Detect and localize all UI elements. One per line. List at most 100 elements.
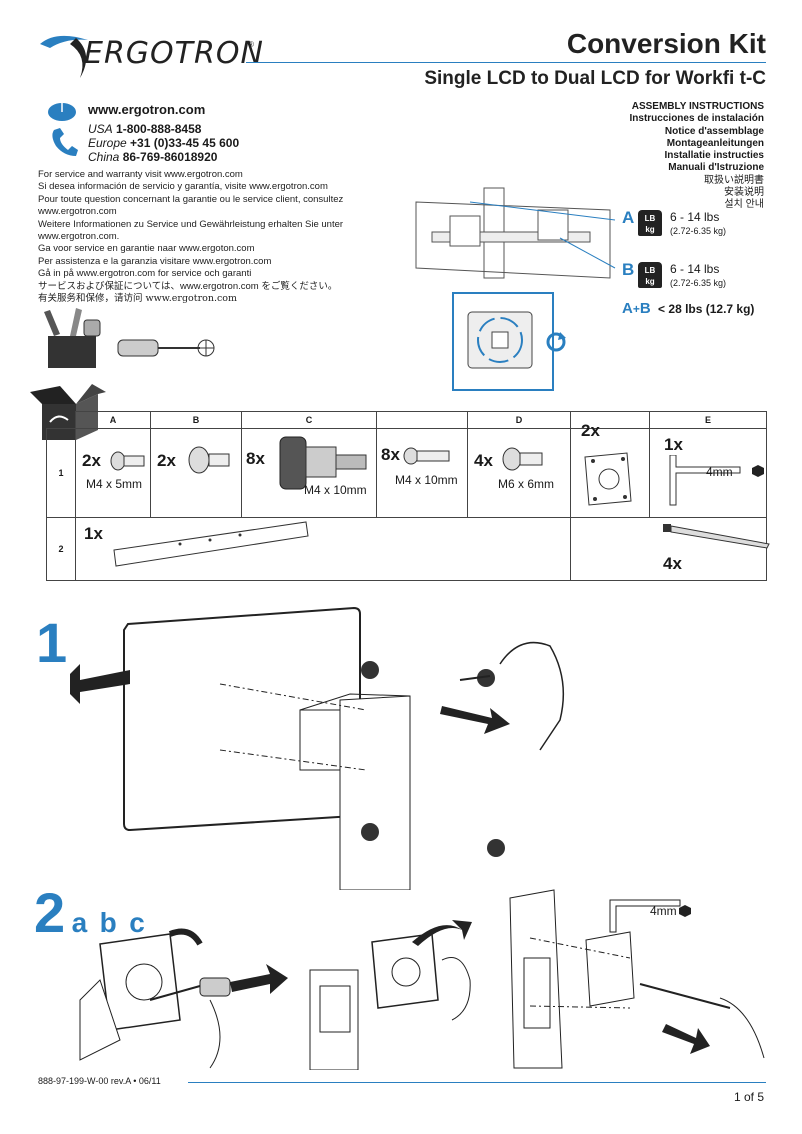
brand-logo: ERGOTRON ® <box>36 22 266 82</box>
part-c: 8x M4 x 10mm <box>242 429 376 517</box>
part-e-label: 4mm <box>706 465 733 479</box>
weight-lb-label: LB <box>644 214 656 223</box>
step-2-a: a <box>71 907 88 938</box>
thumb-screw-icon <box>188 446 230 474</box>
service-line: サービスおよび保証については、www.ergotron.com をご覧ください。 <box>38 280 338 292</box>
step-2-b: b <box>99 907 117 938</box>
page-subtitle: Single LCD to Dual LCD for Workfi t-C <box>424 68 766 89</box>
rotate-icon <box>546 332 566 352</box>
language-item: Manuali d'Istruzione <box>668 162 764 174</box>
part-b-qty: 2x <box>157 451 176 470</box>
weight-b-range: 6 - 14 lbs <box>670 262 720 276</box>
part-a-label: M4 x 5mm <box>86 477 143 491</box>
language-item: Installatie instructies <box>664 150 764 162</box>
parts-row-1: 1 2x M4 x 5mm 2x 8x M4 x 10mm 8x M4 x 10… <box>46 421 767 518</box>
step-1-illustration <box>70 606 565 890</box>
weight-a: A LB kg 6 - 14 lbs (2.72-6.35 kg) <box>622 204 772 244</box>
part-c-qty: 8x <box>246 449 265 468</box>
service-line: Gå in på www.ergotron.com for service oc… <box>38 268 252 280</box>
part-c2: 8x M4 x 10mm <box>377 429 467 517</box>
part-d: 4x M6 x 6mm <box>468 429 570 517</box>
step-2c-allen-label: 4mm <box>650 904 677 918</box>
part-crossbar: 1x <box>76 518 570 580</box>
part-a-qty: 2x <box>82 451 101 470</box>
dual-monitor-illustration <box>415 187 616 279</box>
footer-rule <box>188 1082 766 1083</box>
weight-kg-label: kg <box>645 225 655 234</box>
logo-swoosh-icon <box>40 35 88 78</box>
page-title: Conversion Kit <box>566 28 766 59</box>
weight-a-letter: A <box>622 208 635 227</box>
cable-tie-icon <box>663 524 770 549</box>
china-label: China <box>88 150 120 164</box>
weight-total-a: A <box>622 300 633 317</box>
parts-header-blank <box>46 411 76 429</box>
service-line: For service and warranty visit www.ergot… <box>38 169 243 180</box>
service-line: Si desea información de servicio y garan… <box>38 181 328 193</box>
part-d-label: M6 x 6mm <box>498 477 555 491</box>
parts-header-c: C <box>241 411 377 429</box>
parts-header-c2 <box>376 411 468 429</box>
part-cable-tie-qty: 4x <box>663 554 682 573</box>
step-2-number: 2 <box>34 881 66 944</box>
service-line: Pour toute question concernant la garant… <box>38 193 344 218</box>
parts-header-b: B <box>150 411 242 429</box>
step-2a-illustration <box>79 928 288 1069</box>
step-2b-illustration <box>309 920 472 1070</box>
website-link[interactable]: www.ergotron.com <box>88 102 206 117</box>
parts-row-2: 2 1x 4x <box>46 517 770 581</box>
weight-b: B LB kg 6 - 14 lbs (2.72-6.35 kg) <box>622 256 772 296</box>
service-text: For service and warranty visit www.ergot… <box>38 169 418 305</box>
parts-header-d: D <box>467 411 571 429</box>
part-d2-qty: 2x <box>581 421 600 440</box>
screw-icon <box>502 447 543 471</box>
part-c2-label: M4 x 10mm <box>395 473 458 487</box>
phone-icon <box>52 128 78 156</box>
weight-a-range: 6 - 14 lbs <box>670 210 720 224</box>
weight-b-letter: B <box>622 260 635 279</box>
part-a: 2x M4 x 5mm <box>76 429 150 517</box>
step-2c-illustration <box>509 889 765 1069</box>
step-1-number: 1 <box>36 611 68 674</box>
screw-icon <box>403 447 450 465</box>
service-line: Per assistenza e la garanzia visitare ww… <box>38 255 272 267</box>
document-code: 888-97-199-W-00 rev.A • 06/11 <box>38 1076 161 1086</box>
row-number: 2 <box>46 517 76 581</box>
allen-key-icon <box>669 455 764 506</box>
part-crossbar-qty: 1x <box>84 524 103 543</box>
vesa-plate-icon <box>584 452 632 506</box>
parts-header-e: E <box>649 411 767 429</box>
weight-icon: LB kg <box>638 262 662 288</box>
weight-total-plus: + <box>632 302 640 316</box>
service-line: 有关服务和保修，请访问 www.ergotron.com <box>38 293 238 305</box>
part-d2: 2x <box>571 421 649 517</box>
china-phone: 86-769-86018920 <box>122 150 218 164</box>
language-item: 설치 안내 <box>724 199 764 211</box>
language-item: Notice d'assemblage <box>664 125 764 137</box>
step-2-c: c <box>129 907 145 938</box>
contact-block: www.ergotron.com USA 1-800-888-8458 Euro… <box>44 100 304 164</box>
part-c-label: M4 x 10mm <box>304 483 367 497</box>
parts-header-a: A <box>75 411 151 429</box>
europe-phone: +31 (0)33-45 45 600 <box>130 136 240 150</box>
crossbar-icon <box>113 521 309 567</box>
row-number: 1 <box>46 428 76 518</box>
part-c2-qty: 8x <box>381 445 400 464</box>
weight-total-value: < 28 lbs (12.7 kg) <box>658 302 755 316</box>
service-line: Weitere Informationen zu Service und Gew… <box>38 218 344 243</box>
language-item: 安装说明 <box>724 187 764 199</box>
weight-a-metric: (2.72-6.35 kg) <box>670 226 727 236</box>
part-cable-tie: 4x <box>571 518 770 580</box>
brand-registered: ® <box>248 40 254 49</box>
language-item: ASSEMBLY INSTRUCTIONS <box>631 101 764 112</box>
knob-screw-icon <box>279 436 367 490</box>
step-2-heading: 2 a b c <box>34 880 145 945</box>
rotation-callout <box>452 292 566 391</box>
screw-icon <box>110 451 145 471</box>
mouse-icon <box>48 103 76 121</box>
service-line: Ga voor service en garantie naar www.erg… <box>38 243 255 255</box>
weight-total: A+B < 28 lbs (12.7 kg) <box>622 300 754 317</box>
weight-lb-label: LB <box>644 266 656 275</box>
parts-header-row: A B C D E <box>46 411 767 429</box>
language-item: Instrucciones de instalación <box>629 113 764 125</box>
